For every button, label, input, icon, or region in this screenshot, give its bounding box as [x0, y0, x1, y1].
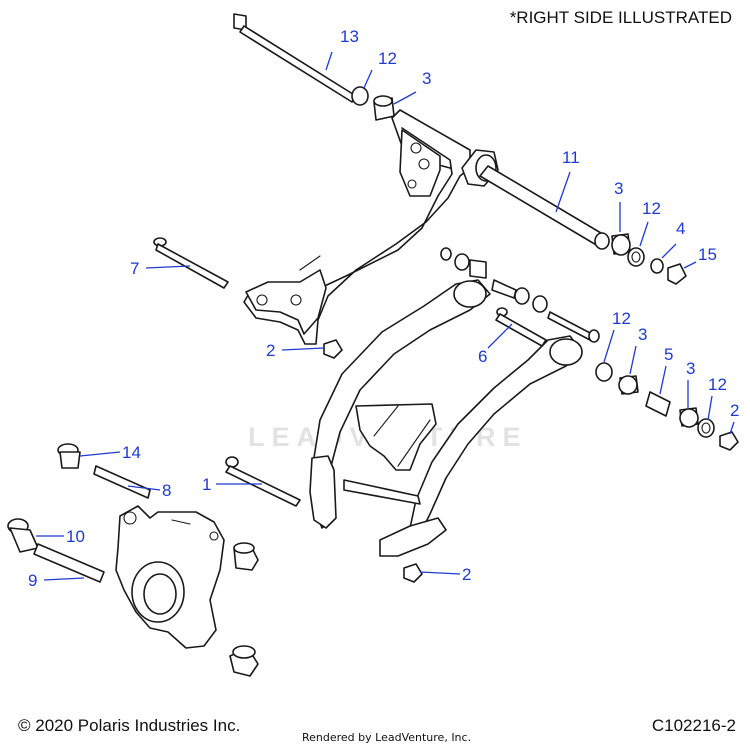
callout-label: 12	[708, 375, 727, 394]
ball-joint-upper	[233, 542, 259, 571]
callout-label: 12	[612, 309, 631, 328]
callout-label: 13	[340, 27, 359, 46]
rendered-by-credit: Rendered by LeadVenture, Inc.	[302, 731, 472, 744]
bolt-7	[153, 237, 229, 289]
bushing-3-lower-right	[679, 407, 699, 428]
bolt-1	[225, 456, 301, 507]
callout-label: 2	[730, 401, 739, 420]
nut-2-lower	[403, 563, 423, 583]
bushing-3-top	[373, 95, 395, 121]
nut-15	[667, 263, 687, 285]
diagram-reference-code: C102216-2	[651, 716, 736, 735]
callout-label: 11	[562, 148, 580, 167]
callout-label: 1	[202, 475, 211, 494]
pin-8	[93, 465, 151, 499]
callout-label: 3	[614, 179, 623, 198]
callout-label: 14	[122, 443, 141, 462]
bolt-6	[495, 307, 547, 347]
callout-label: 7	[130, 259, 139, 278]
callout-label: 2	[266, 341, 275, 360]
callouts: 13 12 3 11 3 12 4 15 7 2 12 3 6	[28, 27, 739, 590]
ball-joint-lower	[229, 645, 259, 677]
bushing-3-lower-left	[618, 375, 639, 395]
callout-label: 8	[162, 481, 171, 500]
callout-label: 12	[642, 199, 661, 218]
callout-label: 12	[378, 49, 397, 68]
nut-2-upper	[323, 339, 343, 359]
washer-12-top	[351, 86, 369, 106]
pin-9	[33, 543, 105, 583]
spindle-knuckle	[115, 505, 225, 649]
bushing-10	[7, 518, 39, 553]
callout-label: 3	[422, 69, 431, 88]
washer-4	[650, 258, 664, 274]
callout-label: 10	[66, 527, 85, 546]
bushing-3-right-upper	[611, 233, 631, 256]
callout-label: 3	[686, 359, 695, 378]
callout-label: 4	[676, 219, 685, 238]
upper-a-arm	[243, 109, 499, 345]
callout-label: 3	[638, 325, 647, 344]
copyright-notice: © 2020 Polaris Industries Inc.	[18, 716, 241, 735]
washer-12-lower-right	[697, 418, 715, 438]
callout-label: 2	[462, 565, 471, 584]
bushings-lower-front	[440, 247, 600, 343]
nut-2-right	[719, 431, 739, 451]
callout-label: 15	[698, 245, 717, 264]
pivot-tube-11	[479, 165, 610, 250]
callout-label: 6	[478, 347, 487, 366]
washer-12-lower-left	[595, 362, 613, 382]
bushing-14	[57, 443, 81, 469]
callout-label: 5	[664, 345, 673, 364]
callout-label: 9	[28, 571, 37, 590]
lower-a-arm	[309, 279, 583, 557]
washer-12-right-upper	[627, 247, 645, 267]
header-note: *RIGHT SIDE ILLUSTRATED	[509, 8, 732, 27]
sleeve-5	[645, 391, 671, 417]
